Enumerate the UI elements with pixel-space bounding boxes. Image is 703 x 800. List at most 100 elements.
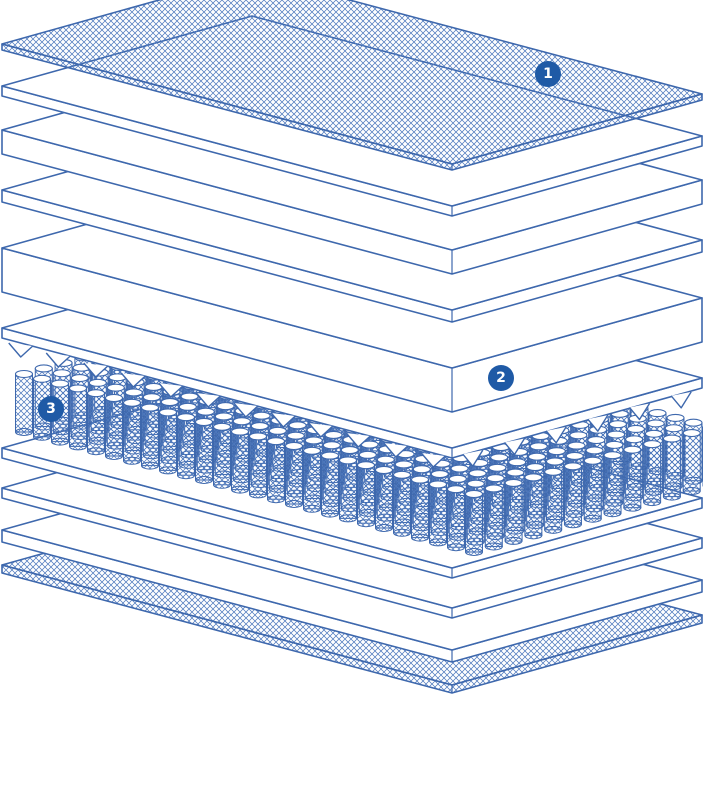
coil-base [195,476,213,484]
pocket-coil [682,428,701,496]
coil-top [506,468,525,477]
coil-top [356,461,376,470]
foam-peak [420,452,446,468]
coil-top [608,420,627,429]
coil-top [338,456,358,465]
coil-top [216,402,235,411]
coil-base [544,525,563,534]
coil-top [124,388,143,397]
layer-top-cover [1,0,703,171]
coil-top [466,479,485,488]
coil-top [324,430,343,439]
coil-base [177,471,195,480]
coil-body [357,464,375,524]
pocket-coil [140,403,160,470]
coil-body [682,432,701,492]
coil-body [321,455,339,515]
coil-body [524,476,543,536]
coil-top [320,451,340,460]
pocket-coil [14,369,34,436]
coil-top [212,422,232,431]
coil-top [304,436,323,445]
coil-top [252,411,271,420]
coil-body [285,445,303,505]
coil-base [393,528,411,537]
pocket-coil [603,451,622,518]
marker-1-badge [535,61,561,87]
coil-top [248,432,268,441]
coil-base [213,480,231,489]
coil-body [429,483,447,543]
pocket-coil [302,446,322,513]
foam-peak [462,449,484,467]
coil-top [250,422,269,431]
foam-peak [45,352,71,368]
coil-top [410,475,430,484]
coil-body [105,397,123,457]
coil-top [488,463,507,472]
coil-top [106,383,125,392]
foam-peak [83,362,109,378]
coil-body [213,426,231,486]
coil-top [180,392,199,401]
coil-top [547,447,566,456]
coil-base [504,536,523,545]
coil-top [412,465,431,474]
coil-top [392,470,412,479]
coil-base [33,432,51,441]
pocket-coil [392,470,412,537]
coil-base [285,500,303,508]
coil-body [662,438,681,498]
foam-peak [670,391,692,409]
coil-base [231,485,249,494]
coil-top [605,440,624,449]
coil-top [284,441,304,451]
coil-top [52,369,71,378]
pocket-coil [176,413,196,480]
pocket-coil [122,398,142,465]
coil-top [662,434,681,443]
coil-top [504,478,523,487]
pocket-coil [338,456,358,523]
pocket-coil [320,451,340,518]
coil-top [286,431,305,440]
coil-base [411,533,429,542]
layer-top [1,0,703,165]
marker-1-label: 1 [543,66,553,82]
coil-top [464,489,484,499]
coil-base [643,498,662,507]
coil-body [141,407,159,467]
coil-top [302,446,322,455]
coil-base [51,437,69,446]
coil-body [623,449,642,509]
coil-top [569,431,588,440]
coil-top [266,437,286,446]
marker-group: 1 2 3 [38,61,561,422]
coil-body [504,482,523,542]
coil-body [177,416,195,476]
marker-1: 1 [535,61,561,87]
coil-body [87,392,105,452]
coil-base [682,487,701,496]
coil-top [527,452,547,461]
coil-base [357,519,375,528]
pocket-coil [284,441,304,508]
coil-top [176,413,196,422]
coil-top [86,389,106,398]
coil-base [375,524,393,532]
foam-peak [308,422,334,438]
coil-body [249,435,267,495]
coil-top [68,384,88,393]
coil-base [87,447,105,456]
coil-top [104,393,124,403]
foam-peak [545,426,567,444]
marker-3-badge [38,396,64,422]
coil-body [159,411,177,471]
coil-top [450,464,469,473]
coil-base [123,456,141,465]
coil-base [563,520,582,529]
coil-top [486,474,505,483]
coil-base [447,543,465,552]
coil-top [684,418,703,427]
coil-body [15,373,33,433]
